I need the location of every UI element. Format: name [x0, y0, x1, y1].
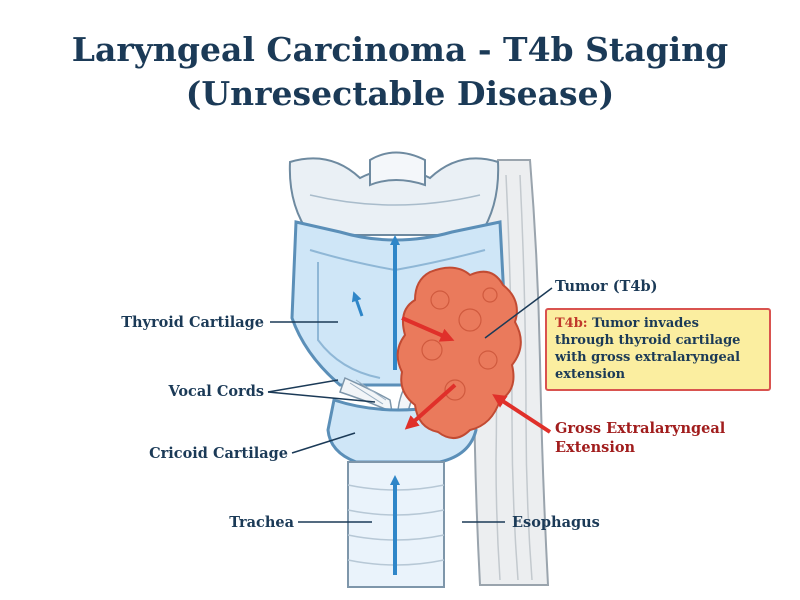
label-esophagus: Esophagus [512, 514, 600, 531]
label-gross-extension-2: Extension [555, 439, 636, 456]
label-tumor-name: Tumor [555, 278, 608, 295]
callout-tag: T4b: [555, 316, 588, 331]
label-trachea: Trachea [229, 514, 294, 531]
invasion-arrow-down [404, 383, 457, 430]
label-tumor: Tumor (T4b) [555, 278, 657, 295]
label-gross-extension-1: Gross Extralaryngeal [555, 420, 726, 437]
airflow-arrow-small [351, 291, 364, 317]
label-cricoid-cartilage: Cricoid Cartilage [149, 445, 288, 462]
tumor-shape [396, 266, 522, 439]
invasion-arrow-inward [401, 316, 455, 342]
label-vocal-cords: Vocal Cords [167, 383, 264, 400]
label-tumor-stage: (T4b) [613, 278, 658, 295]
extension-arrow [492, 394, 552, 434]
diagram-title: Laryngeal Carcinoma - T4b Staging (Unres… [0, 28, 800, 116]
callout-text: Tumor invades through thyroid cartilage … [555, 316, 741, 382]
title-line-2: (Unresectable Disease) [185, 74, 615, 113]
epiglottis-shape [288, 151, 500, 236]
invasion-arrows [401, 316, 552, 434]
title-line-1: Laryngeal Carcinoma - T4b Staging [71, 30, 729, 69]
leader-lines [267, 287, 553, 523]
airflow-arrows [351, 235, 400, 575]
label-thyroid-cartilage: Thyroid Cartilage [121, 314, 264, 331]
t4b-callout-box: T4b: Tumor invades through thyroid carti… [545, 308, 771, 391]
